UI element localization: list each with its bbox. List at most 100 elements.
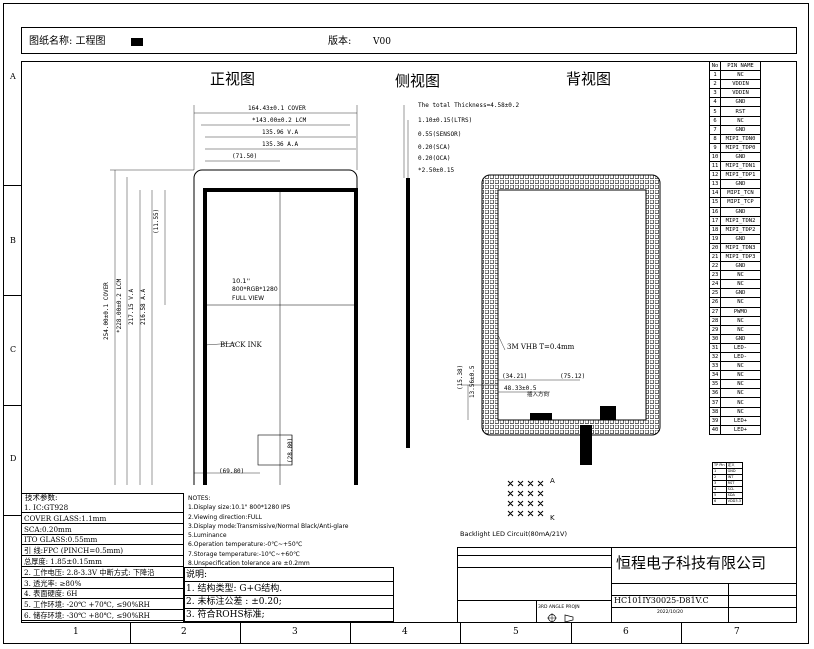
row-tick: [3, 295, 21, 296]
tech-spec-row: 6. 储存环境: -30℃ +80℃, ≤90%RH: [21, 611, 184, 621]
side-view-drawing: [403, 105, 410, 448]
pin-name: MIPI_TDN0: [720, 133, 761, 144]
notes-block: NOTES: 1.Display size:10.1" 800*1280 IPS…: [188, 494, 348, 568]
pin-name: MIPI_TCN: [720, 188, 761, 199]
side-lcm: *2.50±0.15: [418, 167, 455, 174]
dim-offset-x: (71.50): [232, 153, 258, 160]
row-tick: [3, 185, 21, 186]
header-top-line: [21, 27, 797, 28]
pin-number: 8: [709, 133, 721, 144]
pin-name: NC: [720, 115, 761, 126]
pin-number: 40: [709, 424, 721, 435]
pin-number: 25: [709, 288, 721, 299]
tb-line: [611, 595, 797, 596]
pin-number: 35: [709, 379, 721, 390]
dim-va-width: 135.96 V.A: [262, 129, 299, 136]
tb-line: [457, 600, 611, 601]
pin-number: 13: [709, 179, 721, 190]
pin-number: 18: [709, 224, 721, 235]
pin-number: 22: [709, 261, 721, 272]
title-block-divider: [611, 547, 612, 623]
pin-number: 6: [709, 115, 721, 126]
pin-number: 16: [709, 206, 721, 217]
pin-name: GND: [720, 233, 761, 244]
pin-name: GND: [720, 288, 761, 299]
pin-number: 7: [709, 124, 721, 135]
tech-spec-row: SCA:0.20mm: [21, 525, 184, 535]
note-item: 6.Operation temperature:-0℃~+50℃: [188, 541, 303, 549]
pin-name: NC: [720, 324, 761, 335]
pin-number: 29: [709, 324, 721, 335]
note-item: 1.Display size:10.1" 800*1280 IPS: [188, 504, 291, 512]
explain-item: 2. 未标注公差 : ±0.20;: [184, 596, 394, 609]
tb-line: [611, 583, 797, 584]
pin-name: NC: [720, 315, 761, 326]
pin-name: LED-: [720, 342, 761, 354]
pin-number: 9: [709, 142, 721, 153]
insert-direction-label: 插入方向: [527, 392, 550, 398]
drawing-name-filled-box: [131, 38, 143, 46]
note-item: 3.Display mode:Transmissive/Normal Black…: [188, 522, 349, 530]
drawing-name-label: 图纸名称: 工程图: [29, 36, 106, 47]
pin-name: GND: [720, 124, 761, 135]
dim-cover-width: 164.43±0.1 COVER: [248, 105, 306, 112]
col-tick: [130, 623, 131, 644]
pin-number: 24: [709, 279, 721, 290]
dim-lcm-height: *228.00±0.2 LCM: [116, 278, 123, 333]
pin-number: 3: [709, 88, 721, 99]
dim-va-height: 217.15 V.A: [128, 288, 135, 325]
side-sca: 0.20(SCA): [418, 144, 451, 151]
pin-name: NC: [720, 297, 761, 308]
explain-item: 1. 结构类型: G+G结构.: [184, 583, 394, 596]
tb-line: [611, 607, 797, 608]
col-marker-5: 5: [513, 627, 519, 637]
col-tick: [350, 623, 351, 644]
pin-name: NC: [720, 361, 761, 372]
tp-pin-number: 6: [712, 498, 727, 505]
note-item: 7.Storage temperature:-10℃~+60℃: [188, 550, 300, 558]
led-anode-label: A: [550, 477, 555, 485]
pin-number: 37: [709, 397, 721, 408]
dim-cover-height: 254.00±0.1 COVER: [103, 282, 110, 340]
side-view-title: 侧视图: [395, 72, 441, 90]
pin-name: LED-: [720, 351, 761, 363]
pin-number: 5: [709, 106, 721, 117]
row-marker-a: A: [10, 72, 16, 81]
pin-number: 30: [709, 333, 721, 344]
pin-number: 38: [709, 406, 721, 417]
header-bottom-line: [21, 53, 797, 54]
tb-line: [457, 567, 611, 568]
col-marker-6: 6: [623, 627, 629, 637]
pin-name: MIPI_TDN3: [720, 242, 761, 253]
dim-fpc-height: (28.80): [287, 437, 294, 463]
back-dim-13: 13.56±0.5: [469, 365, 476, 398]
pin-number: 10: [709, 151, 721, 163]
row-tick: [3, 405, 21, 406]
display-view-label: FULL VIEW: [232, 295, 265, 302]
pin-name: NC: [720, 370, 761, 381]
pin-number: 1: [709, 70, 721, 81]
side-ltrs: 1.10±0.15(LTRS): [418, 117, 473, 124]
pin-name: GND: [720, 206, 761, 217]
pin-number: 19: [709, 233, 721, 244]
pin-number: 15: [709, 197, 721, 208]
